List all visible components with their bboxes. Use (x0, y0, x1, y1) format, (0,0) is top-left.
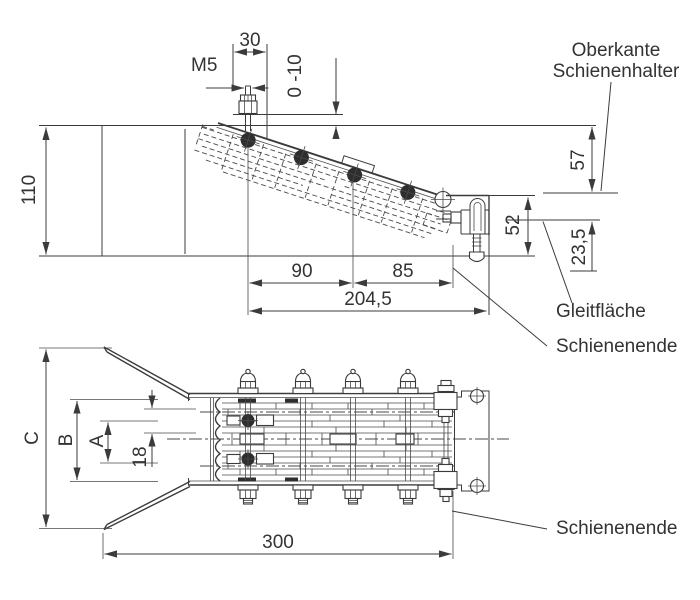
dim-110: 110 (19, 175, 40, 205)
hex-bolts-bottom (237, 484, 455, 505)
dim-a: A (87, 434, 108, 447)
bolt-head (289, 146, 313, 170)
dim-30: 30 (239, 30, 260, 51)
adjusting-stud (233, 85, 343, 131)
dim-204-5: 204,5 (344, 289, 392, 310)
plate-hole (468, 477, 486, 495)
label-gleitflaeche: Gleitfläche (556, 301, 646, 322)
end-bracket (422, 194, 490, 315)
dim-m5: M5 (191, 55, 217, 76)
bolt-head (396, 180, 420, 204)
bolt-head (236, 128, 260, 152)
side-dimension-lines (42, 44, 596, 315)
label-oberkante-line2: Schienenhalter (553, 61, 680, 82)
funnel-guides (103, 346, 191, 531)
rail-side (194, 122, 450, 239)
leader-lines-plan (451, 510, 548, 530)
label-schienenende-plan: Schienenende (556, 518, 678, 539)
label-schienenende-side: Schienenende (556, 336, 678, 357)
label-oberkante-line1: Oberkante (572, 40, 661, 61)
dim-90: 90 (291, 261, 312, 282)
acorn-nuts-top (237, 368, 455, 395)
rail-plan (167, 392, 509, 486)
dim-57: 57 (568, 149, 589, 170)
dim-0-10: 0 -10 (285, 54, 306, 97)
mounting-plate (433, 387, 490, 495)
dim-b: B (56, 434, 77, 447)
bolt-head (238, 411, 258, 430)
leader-lines-side (452, 81, 612, 347)
dim-300: 300 (262, 532, 294, 553)
position-bolt-symbol (431, 187, 455, 212)
dim-52: 52 (503, 214, 524, 235)
bolt-head (238, 449, 258, 469)
plate-hole (468, 387, 486, 405)
dim-c: C (22, 431, 43, 445)
bolt-head (343, 163, 367, 187)
dim-85: 85 (392, 261, 413, 282)
dim-18: 18 (130, 446, 151, 467)
plan-view: C B A 18 300 Schienenende (22, 346, 678, 559)
machine-frame-lines (39, 125, 596, 257)
plan-dimension-lines (39, 347, 454, 559)
side-view: 30 M5 0 -10 110 57 52 23,5 90 85 204,5 O… (19, 30, 680, 357)
dim-23-5: 23,5 (569, 229, 590, 266)
